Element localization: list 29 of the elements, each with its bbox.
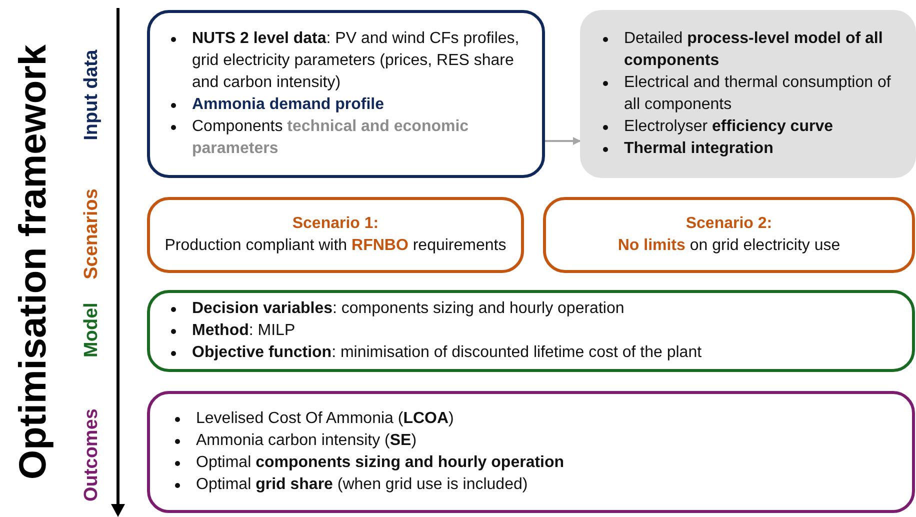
arrow (545, 137, 581, 145)
bullet-item: Optimal grid share (when grid use is included) (196, 475, 528, 495)
scenario-text: No limits on grid electricity use (618, 236, 840, 256)
outcomes-box (147, 391, 915, 513)
bullet-item: Electrolyser efficiency curve (624, 117, 833, 137)
stage-label: Outcomes (81, 408, 103, 502)
process-model-box (580, 10, 916, 178)
input-data-box (147, 10, 545, 178)
model-box (147, 290, 915, 372)
stage-label: Input data (81, 50, 103, 140)
bullet-item: Thermal integration (624, 139, 774, 159)
stage-label: Scenarios (81, 188, 103, 280)
bullet-item: Levelised Cost Of Ammonia (LCOA) (196, 409, 454, 429)
stage-label: Model (81, 302, 103, 358)
title: Optimisation framework (12, 44, 56, 480)
bullet-item: Ammonia carbon intensity (SE) (196, 431, 417, 451)
bullet-item: Decision variables: components sizing and hourly operation (192, 299, 624, 319)
bullet-item: Detailed process-level model of all components (624, 29, 884, 71)
scenario-box (147, 197, 524, 273)
bullet-item: Objective function: minimisation of discounted lifetime cost of the plant (192, 343, 702, 363)
scenario-text: Production compliant with RFNBO requirements (164, 236, 506, 256)
bullet-item: Components technical and economic parameters (192, 117, 470, 159)
bullet-item: Optimal components sizing and hourly operation (196, 453, 564, 473)
bullet-item: NUTS 2 level data: PV and wind CFs profiles, grid electricity parameters (prices, RES share and carbon intensity) (192, 29, 520, 93)
scenario-heading: Scenario 1: (292, 214, 379, 234)
scenario-heading: Scenario 2: (686, 214, 772, 234)
bullet-item: Ammonia demand profile (192, 95, 384, 115)
scenario-box (543, 197, 915, 273)
bullet-item: Method: MILP (192, 321, 296, 341)
